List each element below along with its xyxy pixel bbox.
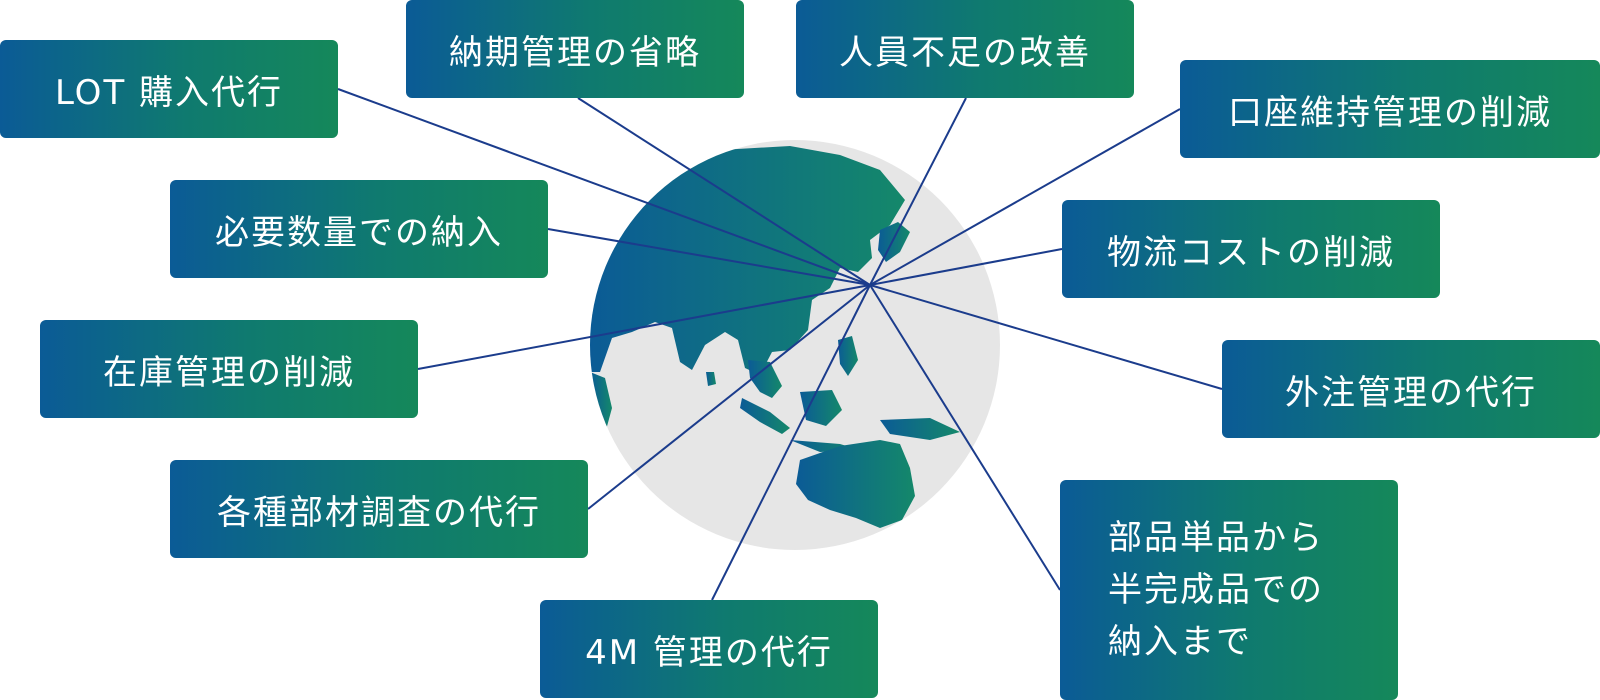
land-borneo: [800, 390, 842, 426]
land-australia: [796, 440, 915, 528]
land-sumatra: [740, 398, 790, 434]
box-required-quantity: 必要数量での納入: [170, 180, 548, 278]
box-staff-shortage: 人員不足の改善: [796, 0, 1134, 98]
connector-lot: [337, 88, 871, 286]
connector-gaichu: [869, 284, 1223, 390]
box-material-research-label: 各種部材調査の代行: [217, 492, 541, 533]
box-parts-delivery: 部品単品から 半完成品での 納入まで: [1060, 480, 1398, 700]
box-lot-purchase-label: LOT 購入代行: [54, 72, 284, 113]
land-srilanka: [706, 372, 716, 386]
connector-hitsuyo: [547, 228, 871, 286]
connector-butsuryu: [869, 248, 1063, 286]
connector-noki: [577, 97, 871, 286]
land-eurasia: [590, 146, 905, 375]
land-sea-peninsula: [748, 360, 782, 398]
box-parts-delivery-line-2: 半完成品での: [1108, 570, 1324, 610]
box-4m-management: 4M 管理の代行: [540, 600, 878, 698]
box-parts-delivery-line-3: 納入まで: [1108, 622, 1252, 662]
box-logistics-cost: 物流コストの削減: [1062, 200, 1440, 298]
connector-jinin: [869, 97, 967, 286]
box-4m-management-label: 4M 管理の代行: [585, 632, 833, 673]
box-account-maintenance: 口座維持管理の削減: [1180, 60, 1600, 158]
box-logistics-cost-label: 物流コストの削減: [1107, 232, 1395, 273]
box-outsourcing-management: 外注管理の代行: [1222, 340, 1600, 438]
connector-buhin: [869, 284, 1061, 591]
box-inventory-management: 在庫管理の削減: [40, 320, 418, 418]
connector-4m: [711, 284, 871, 601]
connector-kakushu: [587, 284, 871, 510]
box-account-maintenance-label: 口座維持管理の削減: [1228, 92, 1552, 133]
box-staff-shortage-label: 人員不足の改善: [839, 32, 1091, 73]
box-delivery-management-label: 納期管理の省略: [449, 32, 701, 73]
connector-zaiko: [417, 284, 871, 370]
box-delivery-management: 納期管理の省略: [406, 0, 744, 98]
box-outsourcing-management-label: 外注管理の代行: [1285, 372, 1537, 413]
box-material-research: 各種部材調査の代行: [170, 460, 588, 558]
box-lot-purchase: LOT 購入代行: [0, 40, 338, 138]
box-parts-delivery-lines: 部品単品から 半完成品での 納入まで: [1108, 516, 1324, 664]
box-parts-delivery-line-1: 部品単品から: [1108, 518, 1324, 558]
globe-land: [590, 146, 960, 528]
connectors: [337, 88, 1223, 601]
connector-koza: [869, 108, 1181, 286]
box-inventory-management-label: 在庫管理の削減: [103, 352, 355, 393]
land-philippines: [838, 336, 858, 376]
box-required-quantity-label: 必要数量での納入: [215, 212, 503, 253]
land-newguinea: [880, 418, 960, 440]
